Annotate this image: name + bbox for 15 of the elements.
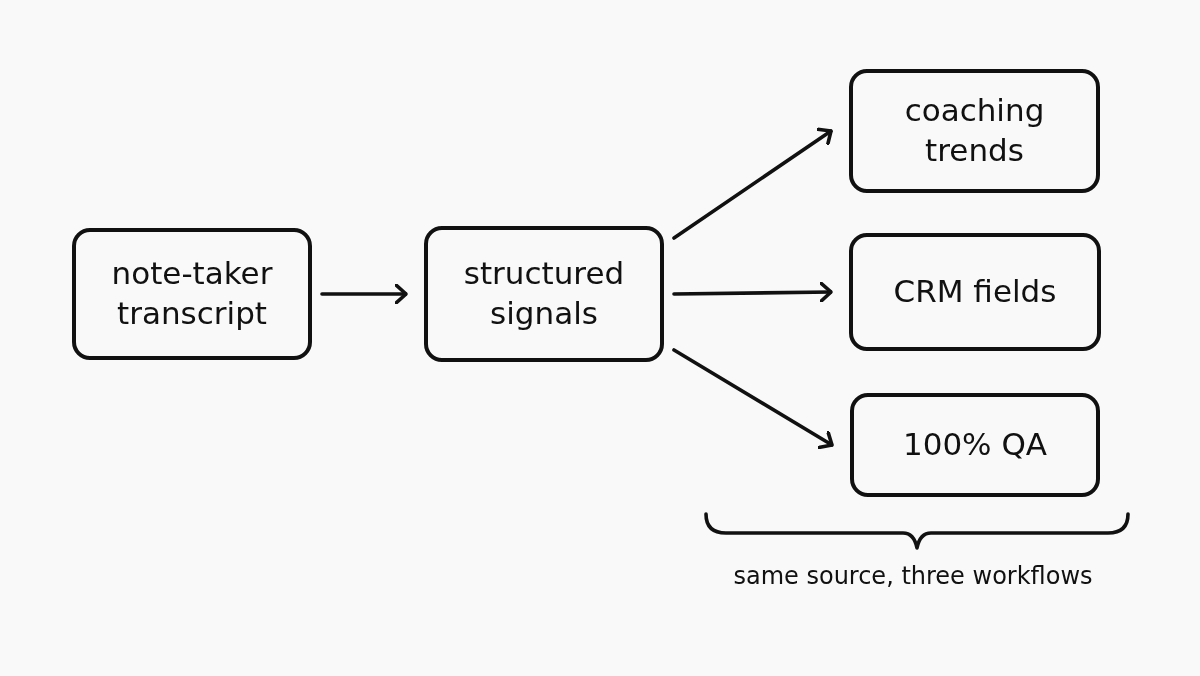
- process-box: [850, 393, 1100, 497]
- arrow: [320, 283, 408, 305]
- arrow: [672, 281, 833, 303]
- arrow: [672, 348, 834, 450]
- box-label: CRM fields: [892, 272, 1058, 312]
- brace-caption: same source, three workflows: [732, 562, 1094, 590]
- box-label: 100% QA: [901, 425, 1049, 465]
- box-label: coaching trends: [903, 91, 1046, 170]
- process-box: [849, 233, 1101, 351]
- box-label: structured signals: [462, 254, 626, 333]
- process-box: [72, 228, 312, 360]
- arrow: [672, 127, 833, 240]
- process-box: [424, 226, 664, 362]
- process-box: [849, 69, 1100, 193]
- box-label: note-taker transcript: [110, 254, 274, 333]
